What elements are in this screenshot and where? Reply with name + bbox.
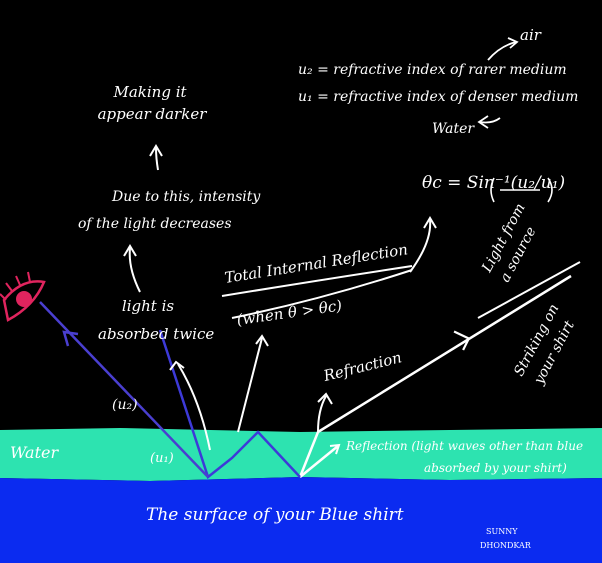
reflection-line1: Reflection (light waves other than blue — [346, 439, 584, 453]
making-darker-line1: Making it — [113, 83, 187, 101]
reflection-line2: absorbed by your shirt) — [424, 461, 567, 475]
blue-shirt-surface — [0, 477, 602, 563]
arrow-tir-to-critical — [409, 219, 432, 273]
incident-ray — [317, 274, 572, 434]
water-label: Water — [10, 443, 59, 462]
mu2-definition: u₂ = refractive index of rarer medium — [298, 62, 567, 78]
source-divider — [477, 261, 581, 319]
air-label: air — [520, 26, 541, 44]
arrow-to-water-note — [479, 117, 501, 124]
arrow-to-absorbed — [177, 363, 211, 451]
refracted-ray — [298, 431, 320, 478]
surface-title: The surface of your Blue shirt — [146, 505, 404, 525]
absorbed-line1: light is — [121, 297, 175, 315]
mu2-tag: (u₂) — [112, 397, 138, 413]
water-note: Water — [432, 121, 475, 137]
arrow-intensity-to-darker — [155, 147, 159, 171]
intensity-line2: of the light decreases — [78, 216, 232, 232]
signature-line2: DHONDKAR — [480, 541, 531, 550]
critical-bracket-r — [547, 177, 553, 203]
eye-icon — [0, 271, 46, 322]
reflected-arrowhead — [329, 443, 341, 455]
signature-line1: SUNNY — [486, 527, 518, 536]
beam-arrowhead — [62, 330, 79, 347]
arrow-absorbed-to-intensity — [128, 247, 141, 293]
mu1-tag: (u₁) — [150, 451, 174, 466]
absorbed-line2: absorbed twice — [98, 325, 215, 343]
tir-box-top — [231, 269, 413, 319]
mu1-definition: u₁ = refractive index of denser medium — [298, 89, 579, 105]
arrow-to-air — [487, 41, 517, 61]
intensity-line1: Due to this, intensity — [112, 189, 261, 205]
tir-underline — [221, 265, 413, 297]
beam-to-eye — [39, 301, 209, 478]
critical-bracket-l — [490, 177, 495, 203]
making-darker-line2: appear darker — [97, 105, 207, 123]
water-band — [0, 428, 602, 481]
incident-arrowhead — [453, 330, 471, 351]
critical-angle-formula: θc = Sin⁻¹(u₂/u₁) — [422, 173, 566, 193]
arrow-to-tir — [237, 337, 263, 433]
arrow-to-refraction — [317, 395, 327, 433]
tir-zigzag — [158, 329, 301, 480]
reflected-ray — [299, 445, 339, 478]
